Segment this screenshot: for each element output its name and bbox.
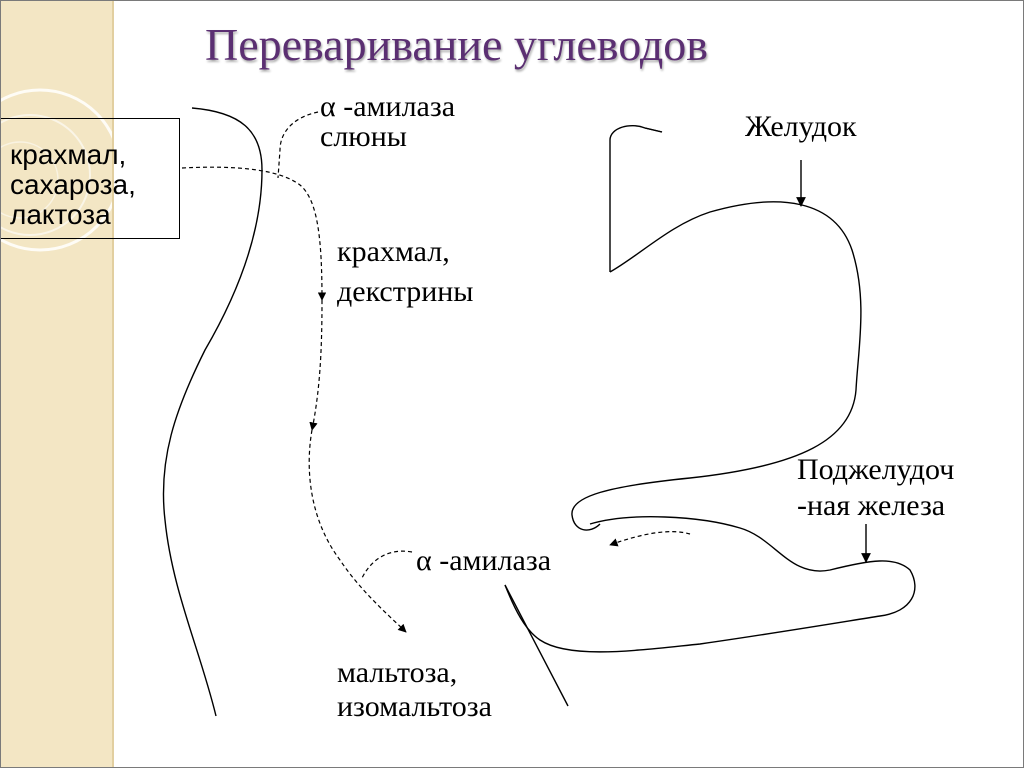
stomach-outline <box>571 124 862 531</box>
sidebar-rings <box>0 88 114 252</box>
pancreas-line1: Поджелудоч <box>797 453 955 486</box>
flow-pancreatic-amylase <box>361 550 413 579</box>
esophagus-wall <box>162 107 263 717</box>
flow-saliva-amylase <box>277 111 319 179</box>
flow-esophagus <box>309 299 323 431</box>
sidebar-decoration <box>0 0 114 768</box>
product-isomaltose: изомальтоза <box>337 690 492 723</box>
intermediate-starch: крахмал, <box>337 235 450 268</box>
sidebar-edge <box>112 0 114 768</box>
flow-pancreas-secretion <box>609 531 691 547</box>
pancreas-line2: -ная железа <box>797 489 946 522</box>
stomach-label: Желудок <box>745 110 857 143</box>
slide-title: Переваривание углеводов <box>205 19 708 70</box>
intermediate-dextrins: декстрины <box>337 275 474 308</box>
saliva-amylase-name: -амилаза <box>343 90 456 123</box>
flow-substrates <box>181 166 327 301</box>
alpha-symbol: α <box>320 90 336 123</box>
pancreatic-amylase-name: -амилаза <box>439 544 552 577</box>
saliva-label: слюны <box>320 120 407 153</box>
flow-to-products <box>308 429 407 633</box>
products-label: мальтоза, изомальтоза <box>337 656 492 724</box>
substrate-box <box>0 118 180 239</box>
intermediate-label: крахмал, декстрины <box>337 232 473 312</box>
alpha-symbol-2: α <box>416 544 432 577</box>
pancreatic-amylase-label: α -амилаза <box>416 546 551 576</box>
product-maltose: мальтоза, <box>337 656 458 689</box>
intestine-line <box>504 584 569 707</box>
duodenum-outline <box>504 516 916 653</box>
substrate-lactose: лактоза <box>10 199 111 230</box>
substrate-sucrose: сахароза, <box>10 169 136 200</box>
substrate-starch: крахмал, <box>10 139 127 170</box>
substrates-label: крахмал, сахароза, лактоза <box>10 140 136 230</box>
stomach-cardia <box>644 127 663 133</box>
pancreas-label: Поджелудоч -ная железа <box>797 452 954 524</box>
saliva-amylase-label: α -амилаза слюны <box>320 92 455 152</box>
